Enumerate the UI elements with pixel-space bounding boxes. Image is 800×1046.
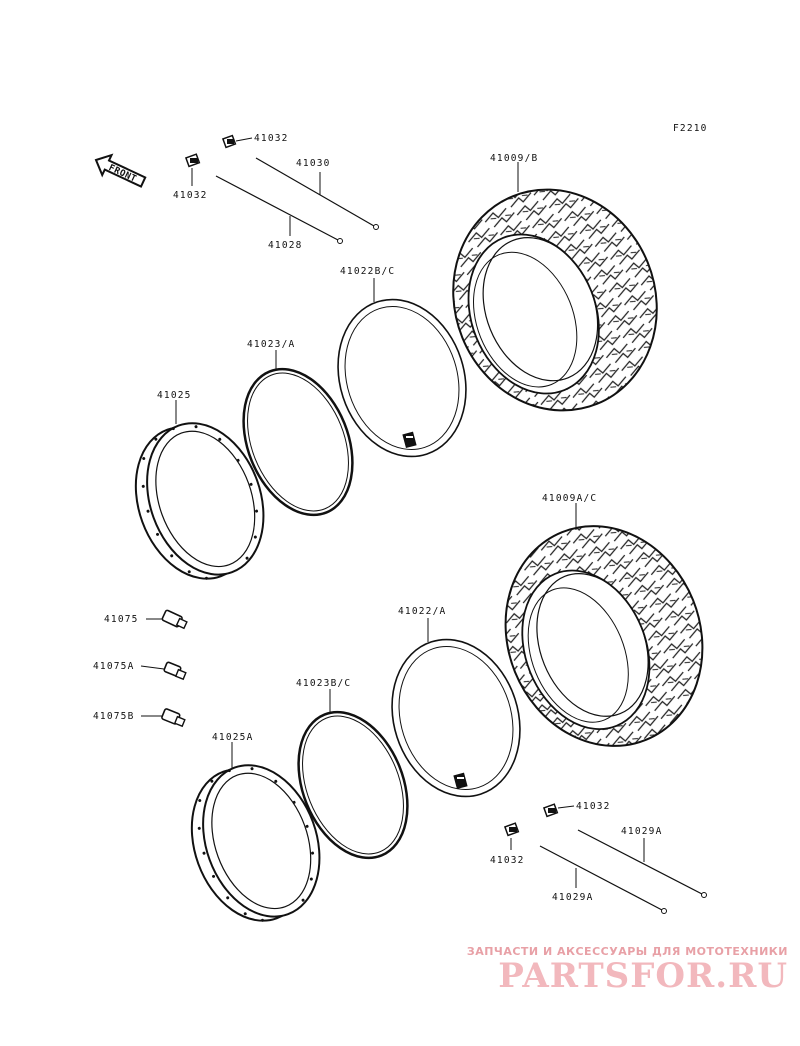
label-41023-a: 41023/A — [247, 339, 295, 350]
label-41009-b: 41009/B — [490, 153, 538, 164]
label-41075b: 41075B — [93, 711, 135, 722]
label-41022-a: 41022/A — [398, 606, 446, 617]
label-41075: 41075 — [104, 614, 139, 625]
label-41025a: 41025A — [212, 732, 254, 743]
valve-stem-icon — [402, 431, 417, 449]
valve-cap-icon — [221, 134, 237, 149]
label-41032-upper-left: 41032 — [173, 190, 208, 201]
label-41075a: 41075A — [93, 661, 135, 672]
rim-icon — [134, 422, 265, 580]
rim-icon — [190, 764, 321, 922]
valve-body-icon — [161, 708, 186, 728]
spoke-icon — [215, 175, 343, 244]
tire-icon — [452, 188, 658, 412]
watermark-tagline: ЗАПЧАСТИ И АКСЕССУАРЫ ДЛЯ МОТОТЕХНИКИ — [466, 945, 788, 958]
front-arrow-icon: FRONT — [94, 153, 147, 188]
spoke-icon — [577, 829, 707, 898]
spoke-icon — [539, 845, 667, 914]
label-41023b-c: 41023B/C — [296, 678, 351, 689]
valve-body-icon — [163, 661, 187, 681]
valve-stem-icon — [453, 772, 468, 790]
label-41028: 41028 — [268, 240, 303, 251]
spoke-icon — [255, 157, 379, 230]
valve-cap-icon — [542, 803, 559, 818]
watermark: ЗАПЧАСТИ И АКСЕССУАРЫ ДЛЯ МОТОТЕХНИКИ PA… — [467, 945, 788, 994]
label-41032-upper-right: 41032 — [254, 133, 289, 144]
valve-cap-icon — [184, 153, 201, 168]
valve-body-icon — [161, 609, 188, 630]
label-41030: 41030 — [296, 158, 331, 169]
tire-icon — [504, 525, 704, 747]
label-41009a-c: 41009A/C — [542, 493, 597, 504]
label-41032-lower-left: 41032 — [490, 855, 525, 866]
label-41029a-upper: 41029A — [621, 826, 663, 837]
valve-cap-icon — [503, 822, 520, 837]
rim-band-icon — [297, 710, 409, 860]
inner-tube-icon — [391, 638, 521, 798]
label-41022-b-c: 41022B/C — [340, 266, 395, 277]
watermark-logo: PARTSFOR.RU — [498, 956, 788, 996]
label-41032-lower-right: 41032 — [576, 801, 611, 812]
figure-code: F2210 — [673, 123, 708, 134]
label-41029a-lower: 41029A — [552, 892, 594, 903]
rim-band-icon — [242, 367, 354, 517]
label-41025: 41025 — [157, 390, 192, 401]
inner-tube-icon — [337, 298, 467, 458]
